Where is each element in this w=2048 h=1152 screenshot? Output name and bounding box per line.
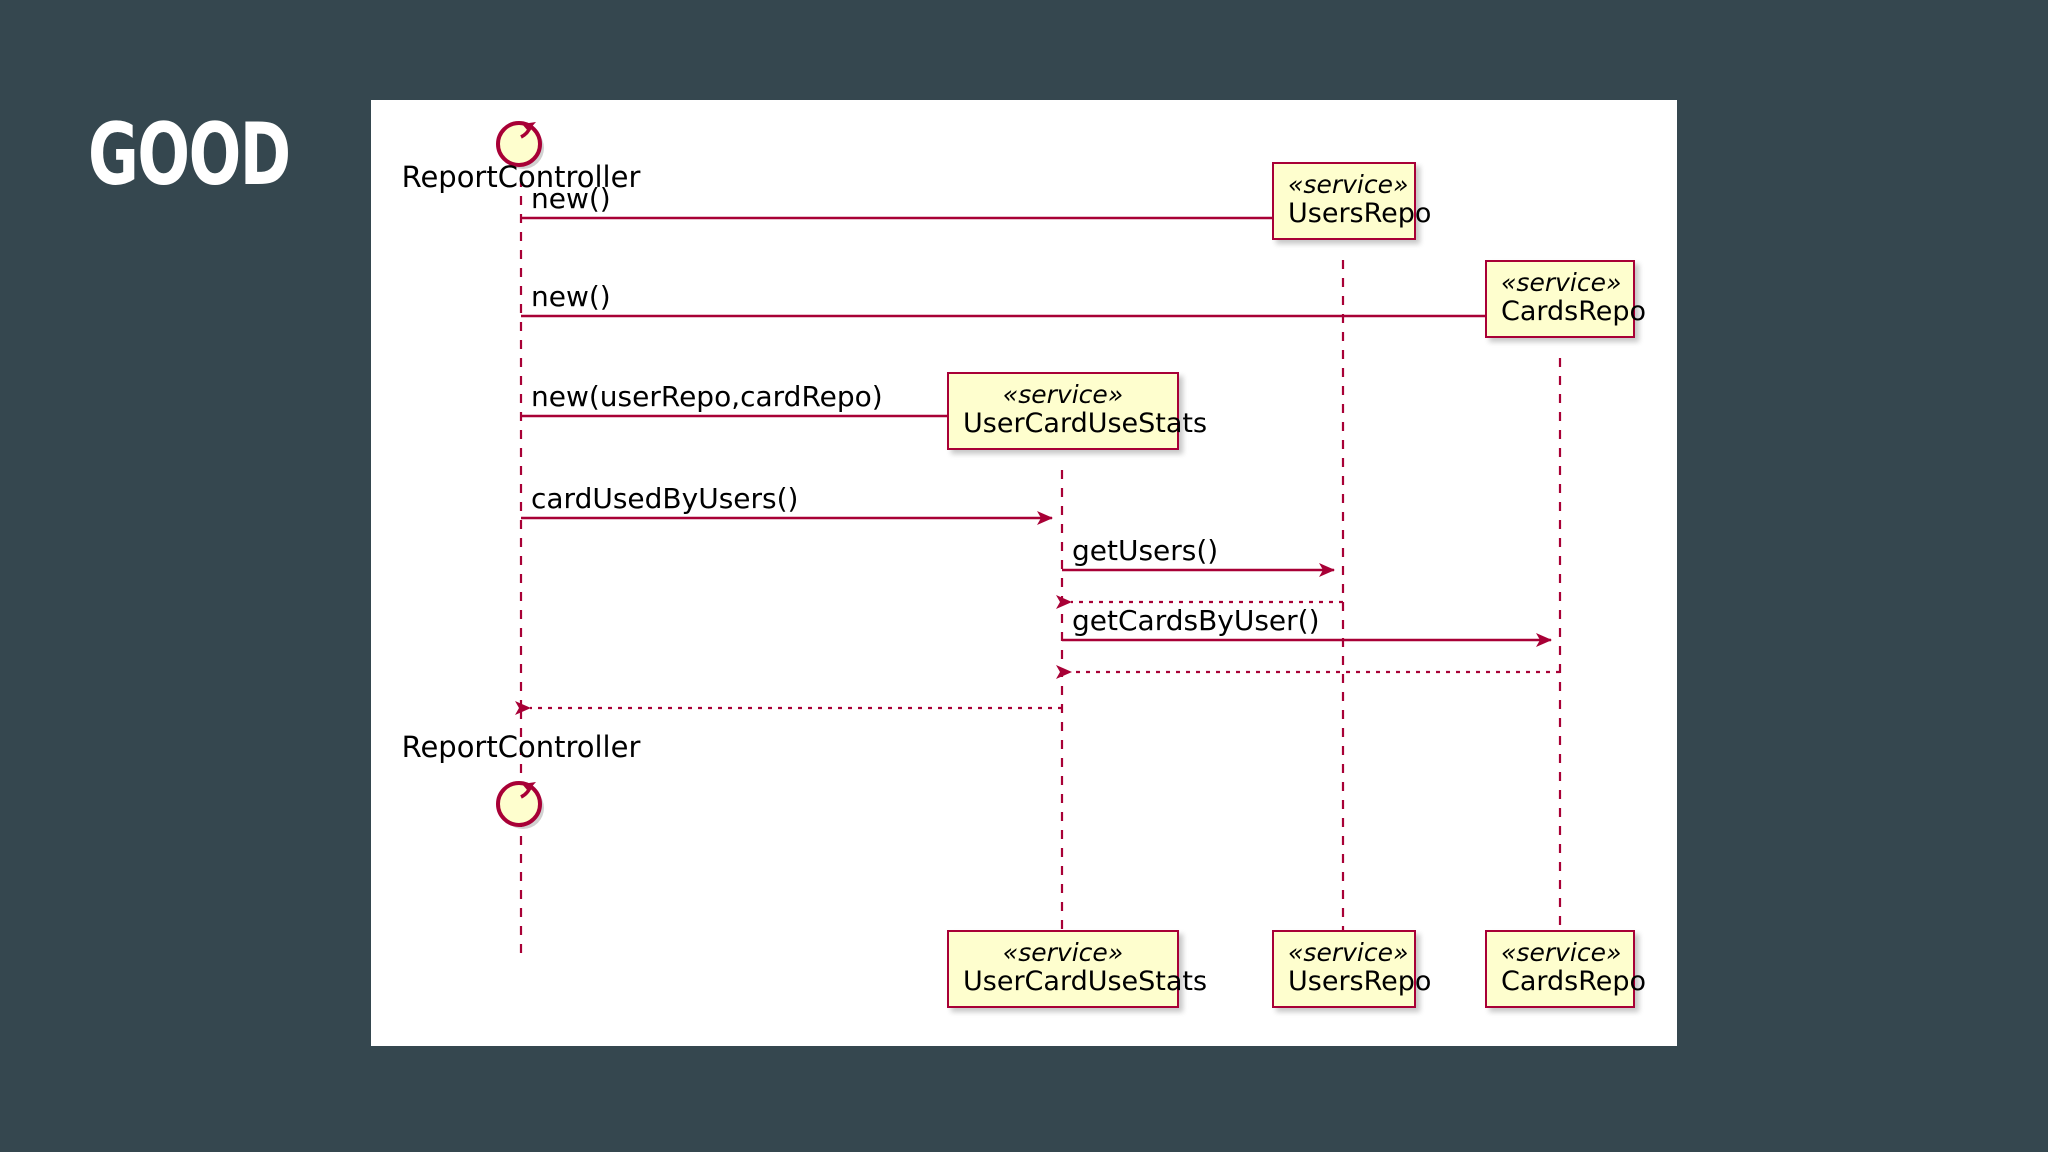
- stereotype-label: «service»: [1002, 380, 1124, 409]
- sequence-diagram-canvas: ReportController «service» UserCardUseSt…: [371, 100, 1677, 1046]
- message-arrows: [515, 211, 1560, 715]
- participant-name: UsersRepo: [1288, 966, 1432, 997]
- participant-box-cardsrepo-bottom[interactable]: «service» CardsRepo: [1485, 930, 1647, 1009]
- message-label-cardusedbyusers: cardUsedByUsers(): [531, 482, 799, 515]
- diagram-vector-layer: [515, 178, 1562, 956]
- actor-label-bottom: ReportController: [401, 730, 641, 764]
- participant-name: UserCardUseStats: [963, 408, 1208, 439]
- participant-box-usersrepo-bottom[interactable]: «service» UsersRepo: [1272, 930, 1432, 1009]
- stereotype-label: «service»: [1002, 938, 1124, 967]
- participant-name: UsersRepo: [1288, 198, 1432, 229]
- message-label-new-usersrepo: new(): [531, 182, 611, 215]
- message-label-getcardsbyuser: getCardsByUser(): [1072, 604, 1320, 637]
- participant-name: CardsRepo: [1501, 966, 1647, 997]
- actor-label-top: ReportController: [401, 160, 641, 194]
- message-label-new-cardsrepo: new(): [531, 280, 611, 313]
- stereotype-label: «service»: [1288, 170, 1409, 199]
- stereotype-label: «service»: [1501, 268, 1622, 297]
- participant-name: CardsRepo: [1501, 296, 1647, 327]
- participant-box-usercardusestats-bottom[interactable]: «service» UserCardUseStats: [947, 930, 1208, 1009]
- message-label-new-usercardusestats: new(userRepo,cardRepo): [531, 380, 883, 413]
- stereotype-label: «service»: [1288, 938, 1409, 967]
- participant-box-usercardusestats-top[interactable]: «service» UserCardUseStats: [947, 372, 1208, 451]
- stereotype-label: «service»: [1501, 938, 1622, 967]
- slide-title: GOOD: [88, 105, 291, 205]
- lifelines: [519, 178, 1562, 956]
- entry-point-circle-icon-bottom: [492, 772, 550, 830]
- entry-point-circle-icon-top: [492, 112, 550, 170]
- participant-box-usersrepo-top[interactable]: «service» UsersRepo: [1272, 162, 1432, 241]
- message-label-getusers: getUsers(): [1072, 534, 1219, 567]
- participant-name: UserCardUseStats: [963, 966, 1208, 997]
- participant-box-cardsrepo-top[interactable]: «service» CardsRepo: [1485, 260, 1647, 339]
